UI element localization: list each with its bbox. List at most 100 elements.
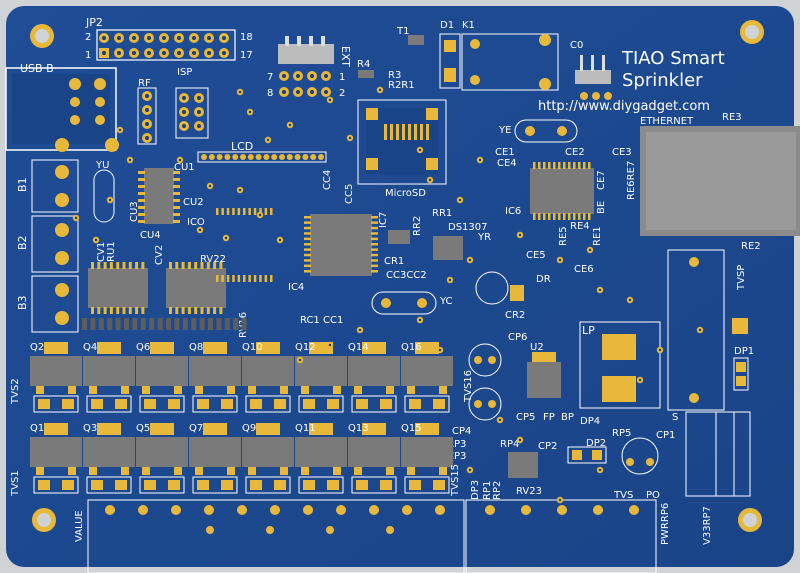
label-ic4: IC4 (288, 282, 304, 293)
label-ext-pin7: 7 (267, 72, 273, 83)
t1-transistor (408, 35, 424, 45)
label-ic7: IC7 (378, 212, 389, 228)
label-tvs: TVS (613, 490, 633, 501)
label-cc5: CC5 (344, 184, 355, 204)
label-cp6: CP6 (508, 332, 527, 343)
mosfet-label: Q12 (295, 342, 316, 353)
label-dp2: DP2 (586, 438, 606, 449)
label-s: S (672, 412, 678, 423)
label-re1: RE1 (592, 226, 603, 246)
label-yr: YR (477, 232, 491, 243)
mosfet-label: Q7 (189, 423, 203, 434)
label-rc1cc1: RC1 CC1 (300, 315, 343, 326)
terminal-blocks-b (31, 159, 79, 333)
resistor-row (82, 318, 247, 330)
ethernet-jack (640, 126, 800, 236)
label-cu2: CU2 (183, 197, 204, 208)
label-ce4: CE4 (497, 158, 517, 169)
label-ce7: CE7 (596, 170, 607, 190)
mosfet-label: Q8 (189, 342, 203, 353)
label-ce5: CE5 (526, 250, 546, 261)
label-k1: K1 (462, 20, 475, 31)
c0-header (575, 55, 612, 100)
ic6-pins (533, 162, 591, 220)
label-tvs15: TVS15 (450, 464, 461, 497)
label-re2: RE2 (741, 241, 761, 252)
ye-crystal (514, 119, 578, 143)
label-b3: B3 (16, 295, 29, 310)
label-cv1: CV1 (96, 242, 107, 262)
driver-pins (91, 262, 223, 314)
mosfet-label: Q14 (348, 342, 369, 353)
lcd-header (201, 154, 324, 160)
ic4-pins (216, 208, 378, 282)
mosfet-label: Q6 (136, 342, 150, 353)
driver-chip-left (88, 268, 148, 308)
label-ic6: IC6 (505, 206, 521, 217)
label-bp: BP (561, 412, 574, 423)
label-rp5: RP5 (612, 428, 631, 439)
mosfet-label: Q1 (30, 423, 44, 434)
label-c0: C0 (570, 40, 583, 51)
board-title-line1: TIAO Smart (621, 48, 725, 69)
label-cu1: CU1 (174, 162, 195, 173)
label-ds1307: DS1307 (448, 222, 488, 233)
label-jp2-pin17: 17 (240, 50, 253, 61)
label-ye: YE (498, 125, 511, 136)
d1-outline (439, 33, 461, 89)
label-lcd: LCD (231, 140, 253, 153)
label-cc3cc2: CC3CC2 (386, 270, 427, 281)
cp6-capacitor (468, 343, 502, 377)
label-ext-pin1: 1 (339, 72, 345, 83)
label-cr2: CR2 (505, 310, 525, 321)
driver-chip-right (166, 268, 226, 308)
label-ce2: CE2 (565, 147, 585, 158)
mosfet-label: Q16 (401, 342, 422, 353)
label-yc: YC (439, 296, 453, 307)
rf-header-outline (137, 87, 157, 145)
label-re4: RE4 (570, 221, 590, 232)
label-ce6: CE6 (574, 264, 594, 275)
label-isp: ISP (177, 67, 192, 78)
label-cv2: CV2 (154, 245, 165, 265)
label-cp1: CP1 (656, 430, 675, 441)
tvsp-pad (732, 318, 748, 334)
mosfet-label: Q2 (30, 342, 44, 353)
board-url: http://www.diygadget.com (538, 99, 710, 114)
isp-header (179, 93, 204, 131)
ic4-mcu (310, 214, 372, 276)
label-yu: YU (95, 160, 109, 171)
label-ethernet: ETHERNET (640, 116, 694, 127)
label-rv23: RV23 (516, 486, 542, 497)
label-ru1: RU1 (106, 241, 117, 262)
bottom-terminal-pins (105, 505, 639, 534)
label-tvs1: TVS1 (10, 470, 21, 497)
label-ext-pin8: 8 (267, 88, 273, 99)
mosfet-label: Q9 (242, 423, 256, 434)
label-r3: R3 (388, 70, 401, 81)
label-be: BE (596, 201, 607, 214)
label-fp: FP (543, 412, 555, 423)
rf-header (142, 91, 152, 143)
label-cr1: CR1 (384, 256, 404, 267)
label-re6re7: RE6RE7 (626, 161, 637, 200)
label-cc4: CC4 (322, 170, 333, 190)
mosfet-label: Q3 (83, 423, 97, 434)
label-cu4: CU4 (140, 230, 161, 241)
label-cp5: CP5 (516, 412, 535, 423)
label-rp1: RP1 (482, 481, 493, 500)
label-lp: LP (582, 324, 595, 337)
label-cp3: CP3 (447, 451, 466, 462)
label-jp2-pin18: 18 (240, 32, 253, 43)
ds1307-chip (433, 236, 463, 260)
cp5-big-capacitor (468, 387, 502, 421)
label-u2: U2 (530, 342, 544, 353)
usb-b-connector (5, 67, 119, 152)
k1-relay-outline (461, 33, 559, 91)
label-usb: USB B (20, 62, 54, 75)
label-r4: R4 (357, 59, 370, 70)
cu1-chip (144, 168, 174, 224)
